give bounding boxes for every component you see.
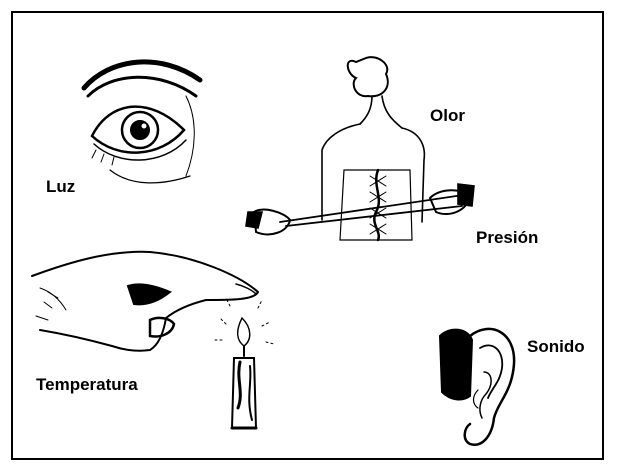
ear-icon [440, 329, 514, 445]
label-luz: Luz [46, 178, 75, 195]
label-sonido: Sonido [527, 338, 585, 355]
label-olor: Olor [430, 107, 465, 124]
eye-icon [84, 62, 200, 183]
pointing-hand-icon [32, 252, 258, 351]
woman-back-icon [246, 57, 474, 240]
candle-icon [214, 298, 274, 428]
label-presion: Presión [476, 229, 538, 246]
label-temperatura: Temperatura [36, 376, 138, 393]
